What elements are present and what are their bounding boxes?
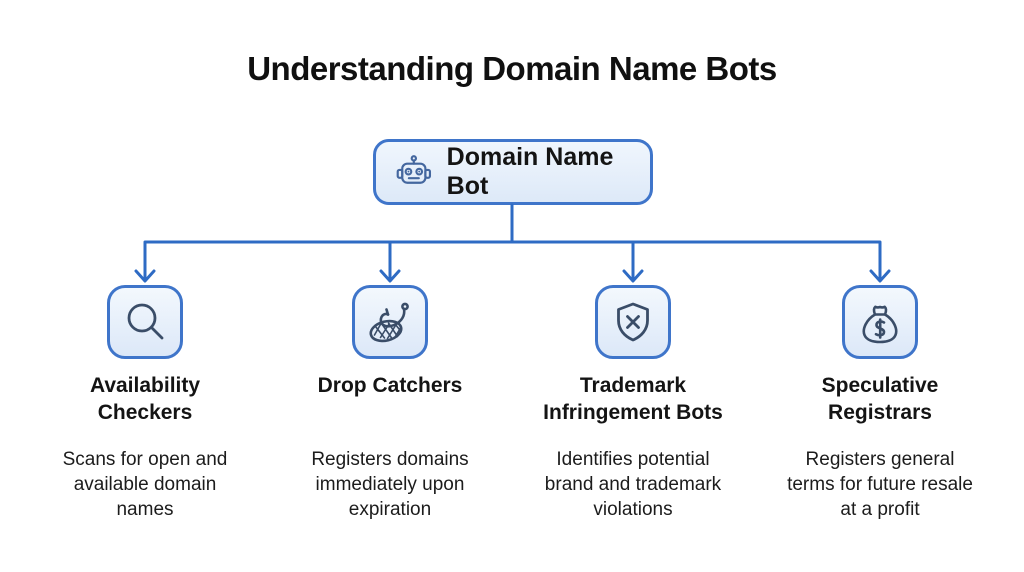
branch-trademark-infringement-bots: Trademark Infringement Bots Identifies p… <box>513 285 753 522</box>
branch-heading: Speculative Registrars <box>821 374 939 424</box>
page-title: Understanding Domain Name Bots <box>247 50 777 87</box>
branch-heading: Trademark Infringement Bots <box>543 374 723 424</box>
money-bag-icon <box>862 305 898 344</box>
shield-x-icon <box>617 302 649 342</box>
branch-description: Scans for open and available domain name… <box>62 449 228 520</box>
branch-drop-catchers: Drop Catchers Registers domains immediat… <box>270 285 510 522</box>
branch-heading: Drop Catchers <box>317 374 463 397</box>
magnifier-icon <box>127 303 164 340</box>
branch-heading: Availability Checkers <box>89 374 201 424</box>
branch-availability-checkers: Availability Checkers Scans for open and… <box>25 285 265 522</box>
robot-icon <box>396 155 432 184</box>
speculative-icon-box <box>842 285 918 359</box>
branch-description: Registers general terms for future resal… <box>787 449 973 520</box>
branch-description: Registers domains immediately upon expir… <box>311 449 469 520</box>
net-hook-icon <box>369 302 409 343</box>
root-node: Domain Name Bot <box>373 139 653 205</box>
trademark-icon-box <box>595 285 671 359</box>
root-node-label: Domain Name Bot <box>446 143 614 200</box>
drop-catcher-icon-box <box>352 285 428 359</box>
availability-icon-box <box>107 285 183 359</box>
branch-description: Identifies potential brand and trademark… <box>544 449 722 520</box>
branch-speculative-registrars: Speculative Registrars Registers general… <box>760 285 1000 522</box>
